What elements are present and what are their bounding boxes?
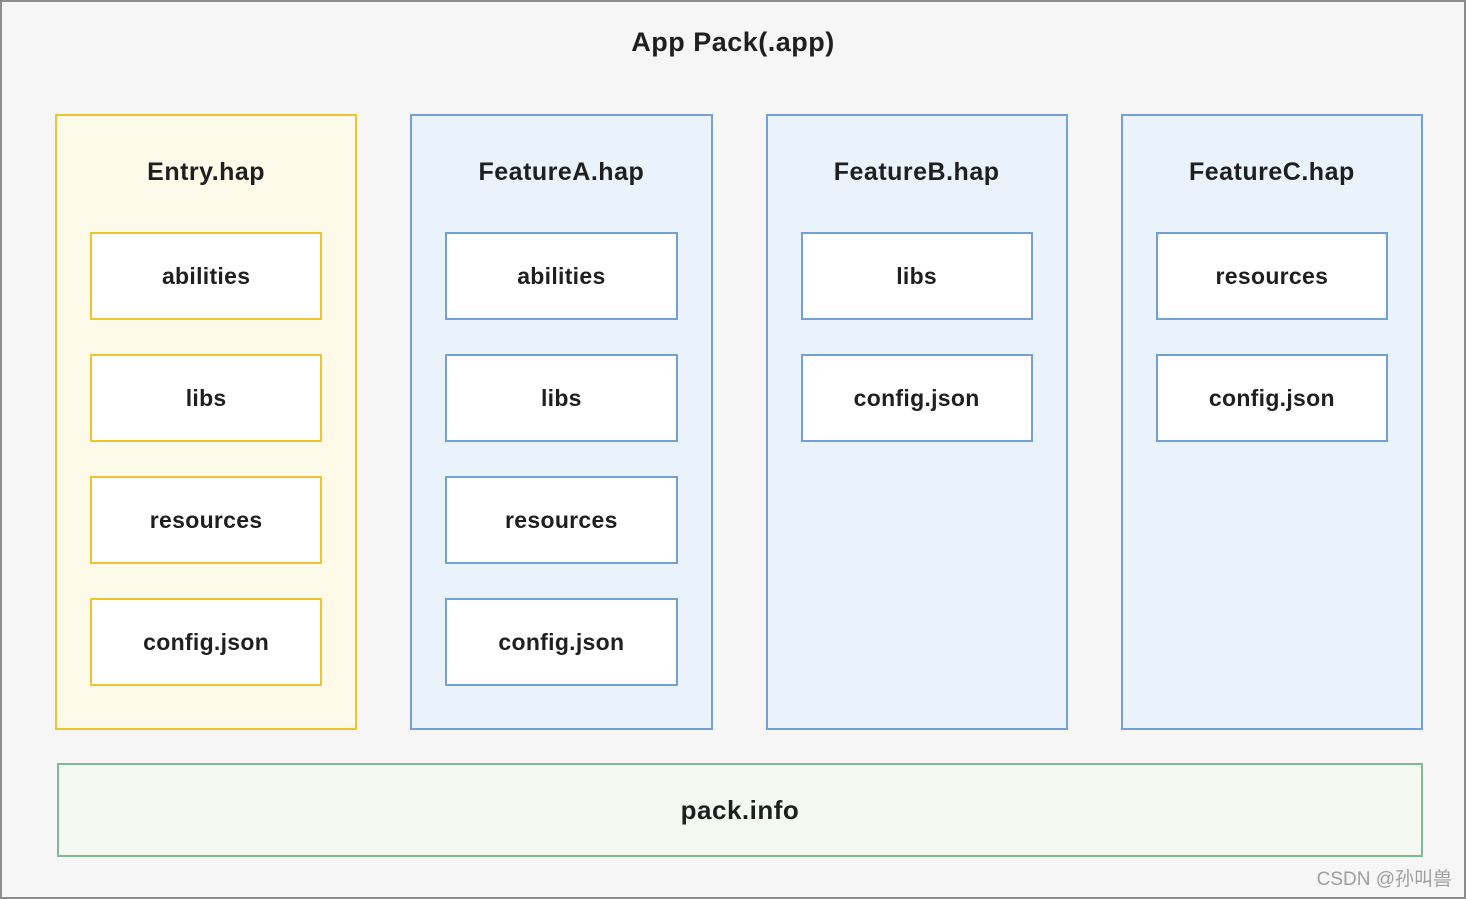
hap-item-config-json: config.json — [445, 598, 678, 686]
hap-column-title: Entry.hap — [147, 158, 266, 186]
hap-columns: Entry.hap abilities libs resources confi… — [55, 114, 1423, 730]
diagram-title: App Pack(.app) — [631, 27, 835, 57]
watermark: CSDN @孙叫兽 — [1316, 869, 1452, 890]
hap-item-label: resources — [1215, 262, 1329, 289]
hap-item-libs: libs — [445, 354, 678, 442]
hap-item-label: config.json — [143, 628, 270, 655]
hap-column-title: FeatureB.hap — [833, 158, 1000, 186]
hap-column-entry-hap: Entry.hap abilities libs resources confi… — [55, 114, 358, 730]
hap-column-featureb-hap: FeatureB.hap libs config.json — [765, 114, 1068, 730]
hap-item-abilities: abilities — [445, 232, 678, 320]
hap-item-config-json: config.json — [90, 598, 323, 686]
hap-item-label: resources — [149, 506, 263, 533]
hap-item-label: config.json — [853, 384, 980, 411]
hap-item-label: config.json — [498, 628, 625, 655]
hap-item-libs: libs — [800, 232, 1033, 320]
hap-column-featurec-hap: FeatureC.hap resources config.json — [1120, 114, 1423, 730]
hap-item-resources: resources — [445, 476, 678, 564]
hap-items: resources config.json — [1123, 232, 1421, 442]
pack-info-box: pack.info — [57, 763, 1423, 857]
hap-item-label: config.json — [1208, 384, 1335, 411]
hap-items: abilities libs resources config.json — [57, 232, 355, 686]
hap-item-label: abilities — [517, 262, 606, 289]
hap-items: abilities libs resources config.json — [412, 232, 710, 686]
hap-item-abilities: abilities — [90, 232, 323, 320]
pack-info-label: pack.info — [680, 794, 800, 825]
hap-items: libs config.json — [768, 232, 1066, 442]
hap-item-config-json: config.json — [1155, 354, 1388, 442]
hap-item-resources: resources — [90, 476, 323, 564]
hap-column-featurea-hap: FeatureA.hap abilities libs resources co… — [410, 114, 713, 730]
hap-item-resources: resources — [1155, 232, 1388, 320]
hap-column-title: FeatureC.hap — [1188, 158, 1355, 186]
hap-item-label: resources — [505, 506, 618, 533]
hap-item-label: abilities — [161, 262, 251, 289]
hap-item-config-json: config.json — [800, 354, 1033, 442]
hap-column-title: FeatureA.hap — [478, 158, 645, 186]
hap-item-libs: libs — [90, 354, 323, 442]
hap-item-label: libs — [185, 384, 227, 411]
hap-item-label: libs — [896, 262, 938, 289]
hap-item-label: libs — [540, 384, 582, 411]
